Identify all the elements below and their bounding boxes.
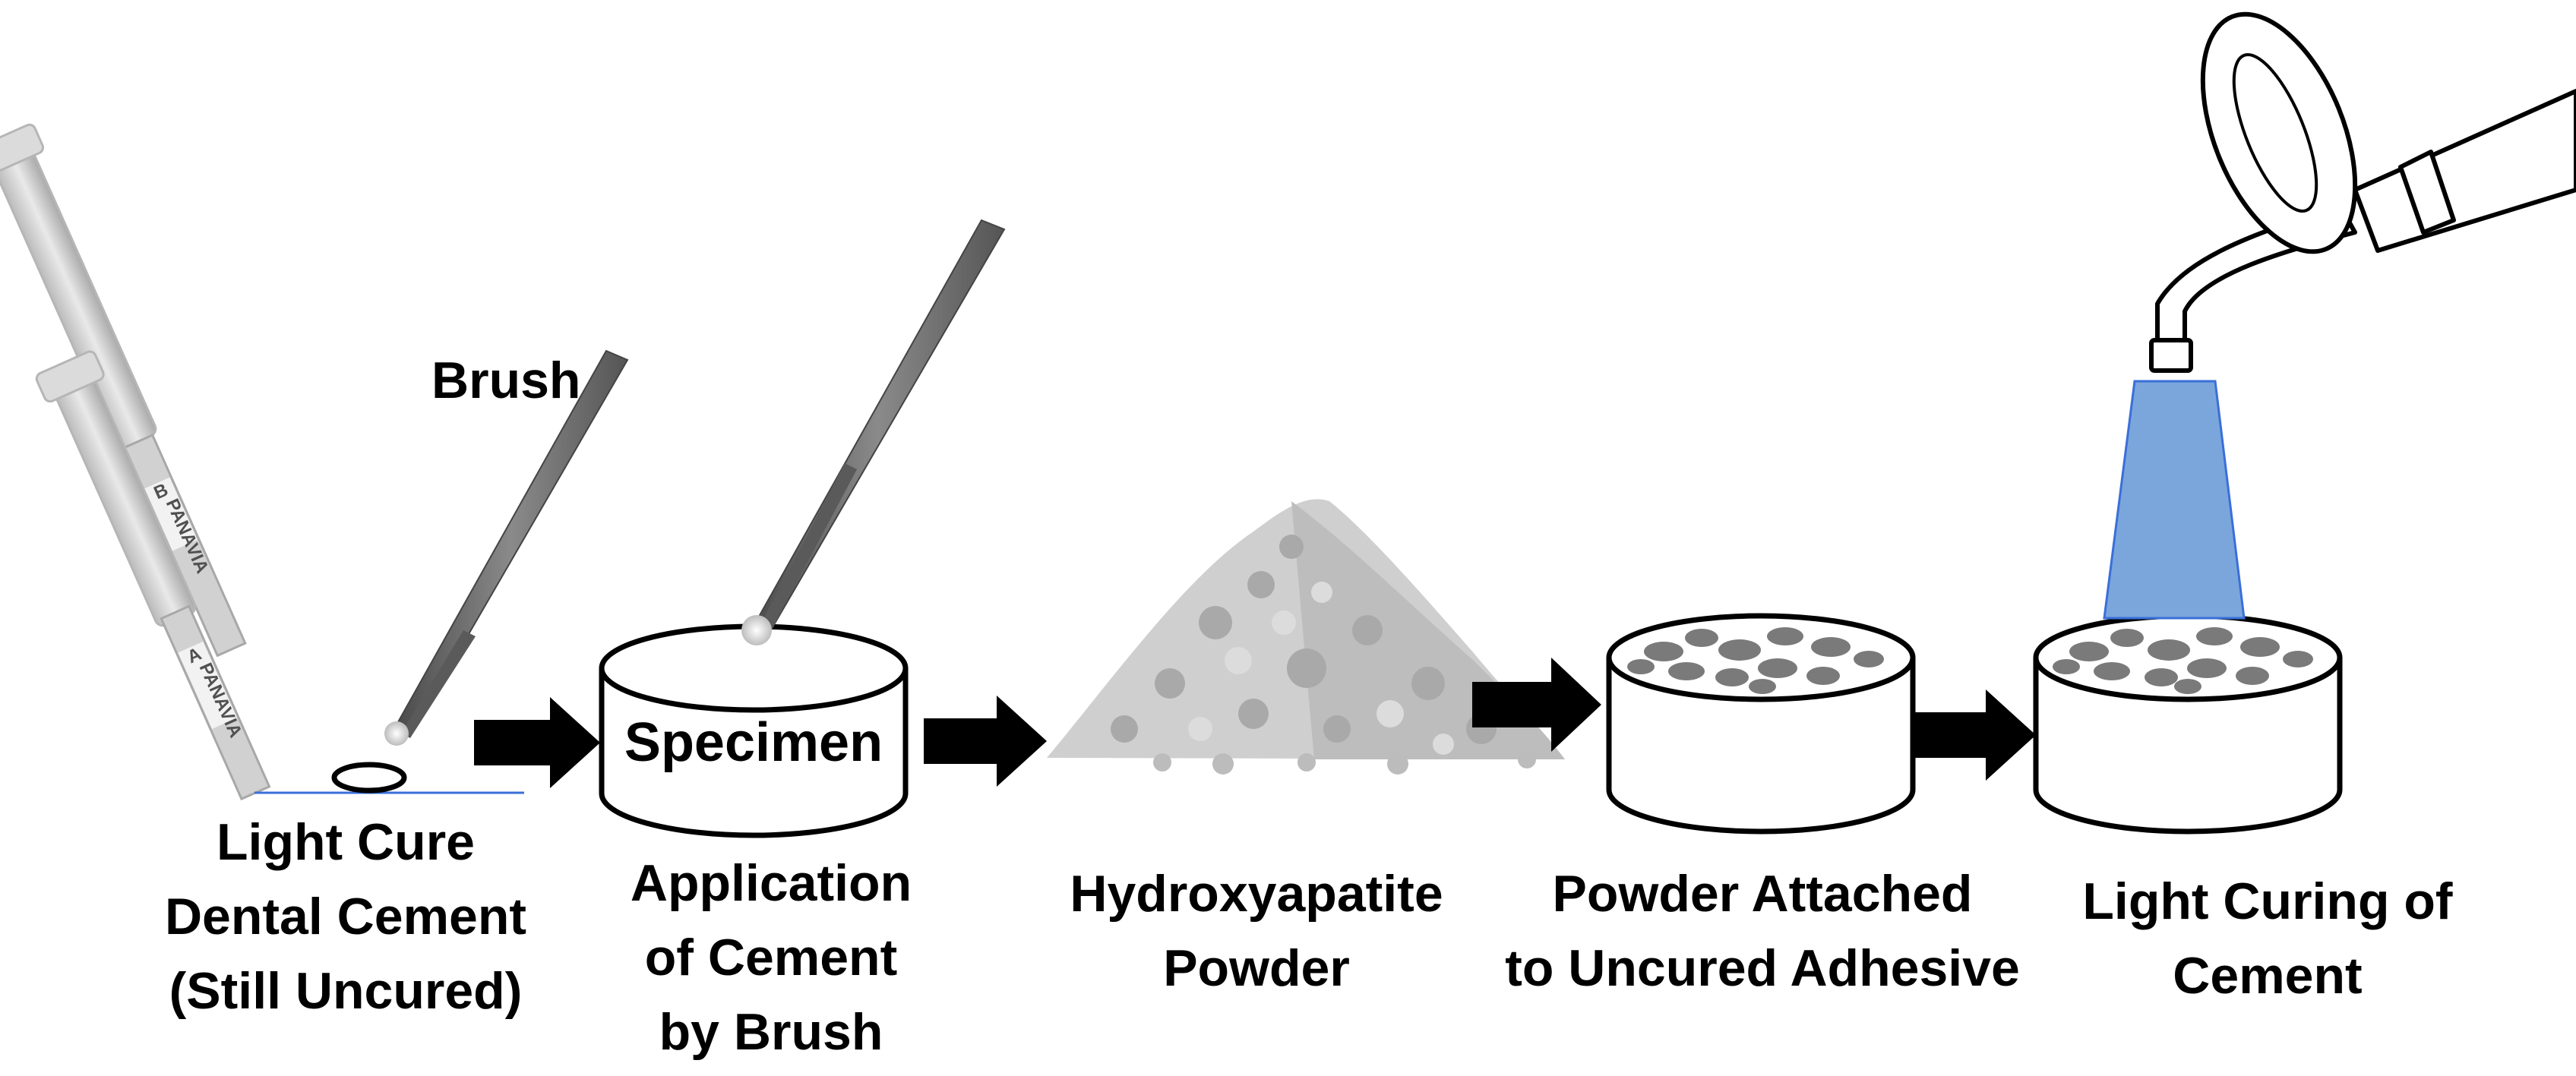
caption-cement-line-2: Dental Cement xyxy=(165,888,526,945)
caption-powder-line-1: Hydroxyapatite xyxy=(1070,865,1443,923)
powder-pile xyxy=(1047,499,1565,775)
syringe-back: PANAVIA B xyxy=(0,123,247,658)
cement-ring xyxy=(331,762,407,794)
syringe-front: PANAVIA A xyxy=(35,350,271,801)
caption-application-line-1: Application xyxy=(631,854,912,912)
arrow-3 xyxy=(1472,658,1601,752)
particles-5 xyxy=(2053,627,2313,694)
curing-cylinder xyxy=(2033,613,2343,835)
attached-cylinder xyxy=(1606,613,1916,835)
caption-curing: Light Curing of Cement xyxy=(2082,872,2453,1005)
curing-light-icon xyxy=(2149,11,2576,373)
particles-4 xyxy=(1627,627,1884,694)
caption-attached: Powder Attached to Uncured Adhesive xyxy=(1505,865,2020,997)
caption-application-line-3: by Brush xyxy=(659,1003,883,1061)
brush-1 xyxy=(384,349,629,746)
caption-cement-line-1: Light Cure xyxy=(217,813,475,871)
caption-powder-line-2: Powder xyxy=(1163,939,1350,997)
arrow-4 xyxy=(1911,689,2036,781)
caption-cement: Light Cure Dental Cement (Still Uncured) xyxy=(165,813,526,1020)
arrow-1 xyxy=(474,697,600,788)
arrow-2 xyxy=(924,696,1047,787)
specimen-cylinder xyxy=(599,623,909,838)
caption-attached-line-2: to Uncured Adhesive xyxy=(1505,939,2020,997)
caption-cement-line-3: (Still Uncured) xyxy=(169,962,523,1020)
syringe-group: PANAVIA B PANAVIA A xyxy=(0,123,271,801)
caption-curing-line-1: Light Curing of xyxy=(2082,872,2453,930)
specimen-label: Specimen xyxy=(624,712,883,773)
brush-label: Brush xyxy=(431,352,580,409)
caption-application: Application of Cement by Brush xyxy=(631,854,912,1061)
light-beam xyxy=(2103,380,2246,620)
caption-powder: Hydroxyapatite Powder xyxy=(1070,865,1443,997)
caption-attached-line-1: Powder Attached xyxy=(1553,865,1973,923)
caption-application-line-2: of Cement xyxy=(645,929,897,986)
caption-curing-line-2: Cement xyxy=(2173,947,2362,1005)
brush-2 xyxy=(741,219,1006,645)
